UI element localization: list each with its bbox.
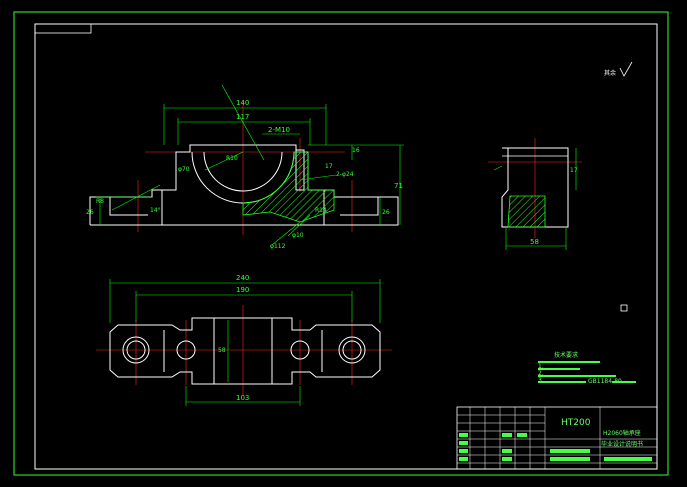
tech-req-line-3: 3. [538,377,544,384]
part-subtitle: 毕业设计说明书 [601,440,643,448]
dim-r10: R10 [226,155,238,162]
tech-requirements: 技术要求 1. 2. 3. GB1184-80 [538,351,636,385]
marker-square [620,304,628,312]
dim-140: 140 [236,99,249,107]
dim-103: 103 [236,394,249,402]
dim-71: 71 [394,182,403,190]
title-block: HT200 H2060轴承座 毕业设计说明书 [456,406,658,470]
front-view-dimension-lines [96,84,404,246]
dim-26-right: 26 [382,209,390,216]
roughness-symbol: 其余 [604,61,633,77]
dim-17-side: 17 [570,167,578,174]
top-view: 240 190 58 103 [96,274,392,406]
dim-190: 190 [236,286,249,294]
side-view: 17 58 [488,138,582,250]
dim-58-side: 58 [530,238,539,246]
side-view-outline [501,147,569,228]
dim-phi10: φ10 [292,232,304,239]
tech-req-standard: GB1184-80 [588,378,622,385]
tech-req-line-1: 1. [538,363,544,370]
dim-2-phi24: 2-φ24 [336,171,354,178]
tech-req-line-2: 2. [538,370,544,377]
drawing-frame [13,11,669,476]
dim-16: 16 [352,147,360,154]
side-view-section-hatch [507,195,546,228]
svg-text:其余: 其余 [604,69,616,77]
dim-240: 240 [236,274,249,282]
dim-2-m10: 2-M10 [268,126,290,134]
dim-17-front: 17 [325,163,333,170]
part-name: H2060轴承座 [603,429,641,437]
dim-14-deg: 14° [150,207,161,214]
dim-58-top: 58 [218,347,226,354]
top-view-centerlines [96,305,392,396]
front-view: 140 117 2-M10 R10 φ70 17 2-φ24 16 71 26 … [86,84,404,250]
material-label: HT200 [561,418,591,428]
dim-phi70: φ70 [178,166,190,173]
top-view-outline [109,317,381,385]
dim-r8: R8 [96,198,104,205]
dim-phi112: φ112 [270,243,286,250]
dim-r14: R14 [315,207,327,214]
dim-26-left: 26 [86,209,94,216]
tech-req-title: 技术要求 [554,351,578,359]
front-view-section-hatch [242,151,335,223]
dim-117: 117 [236,113,249,121]
